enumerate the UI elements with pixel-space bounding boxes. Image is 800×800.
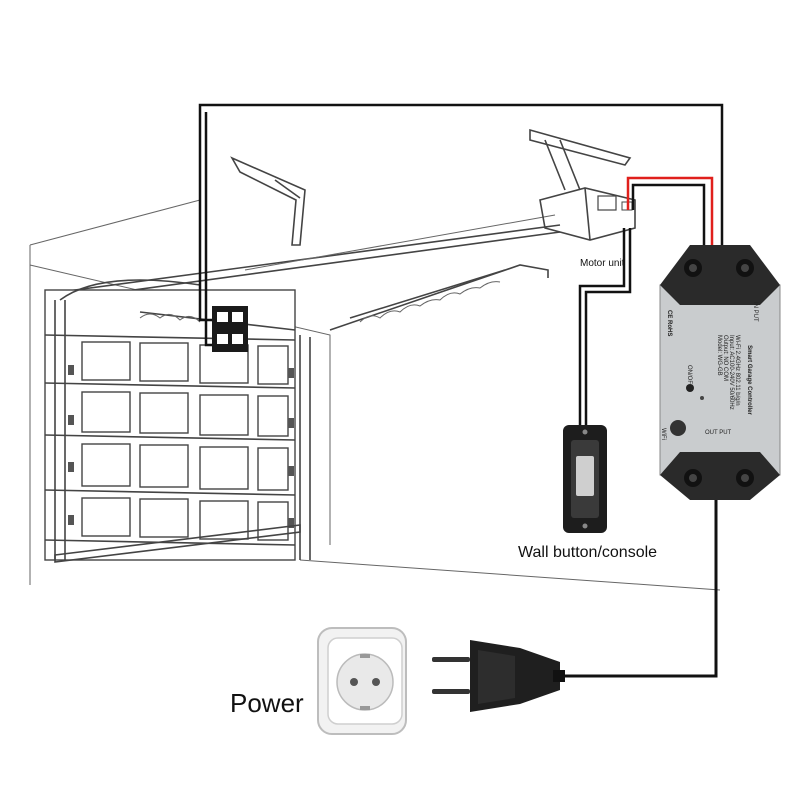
wire-wall-button-b xyxy=(578,228,626,432)
door-hinges xyxy=(68,365,294,528)
wall-button-console xyxy=(563,425,607,533)
controller-spec-4: Model: WG-GB xyxy=(716,335,722,376)
controller-input-cap xyxy=(660,245,780,305)
wire-wall-button-a xyxy=(584,228,632,432)
controller-input-label: IN PUT xyxy=(752,302,758,322)
controller-spec-1: Wi-Fi 2.4GHz 802.11 b/g/n xyxy=(734,335,740,406)
controller-wifi-label: WiFi xyxy=(660,428,666,440)
black-wire-motor xyxy=(631,183,706,248)
motor-unit xyxy=(529,128,636,241)
controller-onoff-label: ON/OFF xyxy=(686,365,692,388)
controller-spec-2: Input: AC100-240V 50/60Hz xyxy=(728,335,734,410)
controller-title: Smart Garage Controller xyxy=(746,345,752,415)
power-socket xyxy=(317,627,407,735)
red-wire-motor xyxy=(626,176,714,248)
power-plug xyxy=(432,640,565,712)
motor-unit-label: Motor unit xyxy=(580,258,625,269)
controller-output-label: OUT PUT xyxy=(705,430,732,436)
black-wire-loop-top xyxy=(198,103,724,322)
power-label: Power xyxy=(230,688,304,718)
garage-illustration xyxy=(29,156,721,591)
onoff-button xyxy=(686,384,694,392)
door-panels xyxy=(81,341,289,541)
door-terminal-block xyxy=(212,306,248,352)
controller-cert-marks: CE RoHS xyxy=(666,310,672,336)
controller-output-cap xyxy=(660,452,780,500)
wifi-icon xyxy=(670,420,686,436)
power-cord-wire xyxy=(555,495,718,678)
smart-garage-controller: Smart Garage Controller Wi-Fi 2.4GHz 802… xyxy=(659,245,781,500)
controller-spec-3: Output: NO COM xyxy=(722,335,728,381)
wall-button-label: Wall button/console xyxy=(518,544,657,561)
